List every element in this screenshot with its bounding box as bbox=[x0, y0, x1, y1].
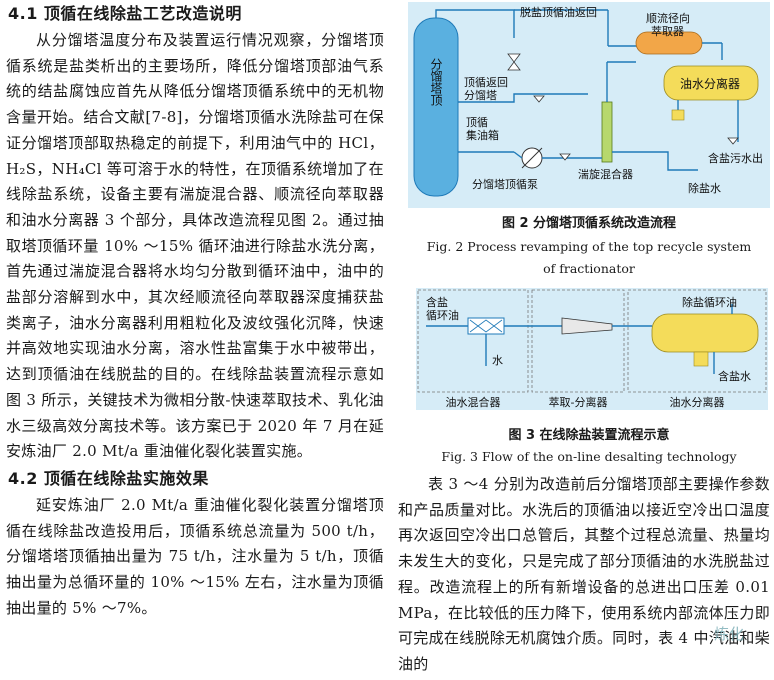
pump-label: 分馏塔顶循泵 bbox=[472, 177, 538, 191]
section-label-2: 萃取-分离器 bbox=[549, 395, 608, 409]
figure-2-diagram: 分馏塔顶 脱盐顶循油返回 顺流径向萃取器 油水分离器 含盐污水出 顶循返回分馏塔… bbox=[408, 2, 770, 208]
watermark: 炼化 bbox=[713, 625, 744, 643]
water-label: 水 bbox=[492, 354, 503, 367]
desalted-oil-label: 除盐循环油 bbox=[682, 295, 737, 309]
paragraph-4-1: 从分馏塔温度分布及装置运行情况观察，分馏塔顶循系统是盐类析出的主要场所，降低分馏… bbox=[6, 31, 384, 461]
paragraph-table-comparison: 表 3 ～4 分别为改造前后分馏塔顶部主要操作参数和产品质量对比。水洗后的顶循油… bbox=[398, 475, 770, 673]
figure-3-diagram: 含盐循环油 水 除盐循环油 含盐水 油水混合器 萃取-分离器 油水分离器 bbox=[416, 288, 768, 410]
section-label-3: 油水分离器 bbox=[670, 395, 725, 409]
top-tank-label: 顶循集油箱 bbox=[466, 116, 499, 142]
fractionator-tower bbox=[413, 17, 459, 197]
section-heading-4-2: 4.2 顶循在线除盐实施效果 bbox=[8, 468, 209, 488]
mixer-label: 湍旋混合器 bbox=[578, 167, 633, 181]
desalt-water-label: 除盐水 bbox=[688, 181, 721, 195]
figure-3-caption-en: Fig. 3 Flow of the on-line desalting tec… bbox=[441, 449, 737, 464]
right-column: 表 3 ～4 分别为改造前后分馏塔顶部主要操作参数和产品质量对比。水洗后的顶循油… bbox=[398, 472, 770, 678]
extractor-label: 顺流径向萃取器 bbox=[646, 11, 690, 38]
figure-3-caption-zh: 图 3 在线除盐装置流程示意 bbox=[508, 428, 670, 443]
figure-2-caption-zh: 图 2 分馏塔顶循系统改造流程 bbox=[501, 216, 677, 231]
top-return-label: 顶循返回分馏塔 bbox=[464, 76, 508, 102]
figure-2-caption-en-1: Fig. 2 Process revamping of the top recy… bbox=[426, 239, 752, 254]
section-heading-4-1: 4.1 顶循在线除盐工艺改造说明 bbox=[8, 4, 242, 23]
oil-water-separator bbox=[663, 65, 759, 101]
figure-2-caption-en-2: of fractionator bbox=[543, 261, 635, 276]
salt-water-label: 含盐水 bbox=[718, 369, 751, 383]
tower-label: 分馏塔顶 bbox=[429, 58, 443, 107]
extractor-cone bbox=[561, 317, 613, 335]
salt-water-out-label: 含盐污水出 bbox=[708, 151, 763, 165]
section-label-1: 油水混合器 bbox=[446, 395, 501, 409]
mixer-column bbox=[601, 101, 613, 163]
left-column: 4.1 顶循在线除盐工艺改造说明 从分馏塔温度分布及装置运行情况观察，分馏塔顶循… bbox=[6, 0, 384, 621]
return-label: 脱盐顶循油返回 bbox=[520, 5, 597, 19]
salt-oil-label: 含盐循环油 bbox=[426, 295, 459, 322]
paragraph-4-2: 延安炼油厂 2.0 Mt/a 重油催化裂化装置分馏塔顶循在线除盐改造投用后，顶循… bbox=[6, 495, 384, 617]
separator-vessel bbox=[651, 313, 759, 353]
separator-label: 油水分离器 bbox=[680, 76, 740, 91]
